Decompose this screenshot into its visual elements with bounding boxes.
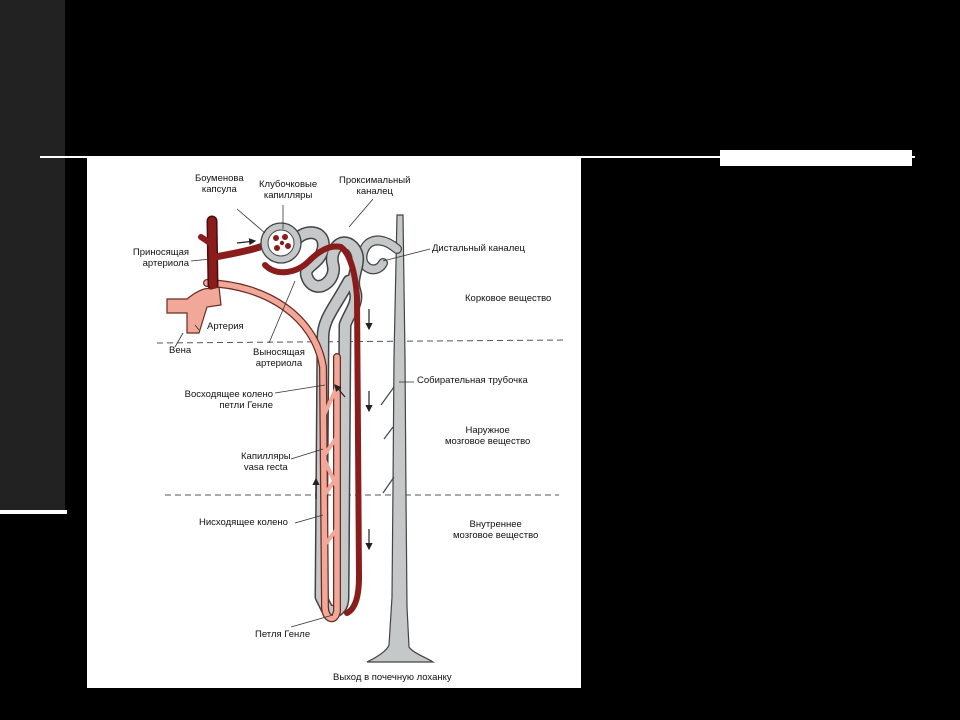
left-decor-underline — [0, 510, 67, 514]
nephron-diagram — [156, 198, 568, 663]
collecting-duct — [366, 214, 436, 663]
bowman-capsule — [260, 222, 302, 264]
label-distal-tubule: Дистальный каналец — [432, 243, 525, 254]
label-vein: Вена — [169, 345, 192, 356]
artery-vein-branch — [166, 286, 222, 334]
flow-arrows — [236, 238, 373, 551]
label-loop-of-henle: Петля Генле — [255, 629, 311, 640]
title-accent-block — [720, 150, 912, 166]
label-cortex: Корковое вещество — [465, 293, 552, 304]
cortex-medulla-divider — [156, 339, 568, 344]
label-collecting-duct: Собирательная трубочка — [417, 375, 528, 386]
left-decor-bar — [0, 0, 65, 510]
label-artery: Артерия — [207, 321, 244, 332]
label-exit-to-pelvis: Выход в почечную лоханку — [333, 672, 452, 683]
label-descending-limb: Нисходящее колено — [199, 517, 288, 528]
leader-lines — [174, 198, 431, 628]
vasa-recta-vessel — [203, 279, 341, 623]
